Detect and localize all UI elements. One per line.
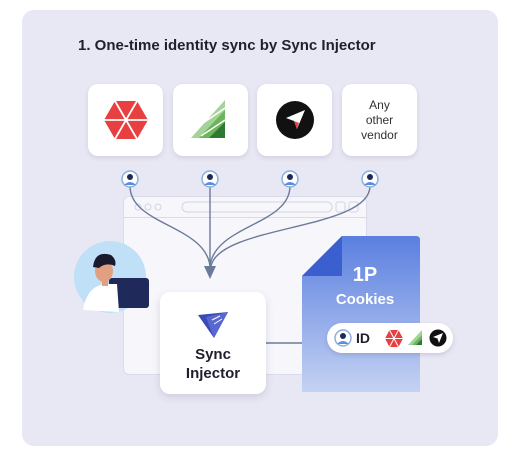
black-arrow-logo-icon xyxy=(429,329,447,347)
vendor-card-other: Any other vendor xyxy=(342,84,417,156)
vendor-card-black xyxy=(257,84,332,156)
sync-injector-logo-icon xyxy=(198,312,228,338)
vendor-card-green xyxy=(173,84,248,156)
sync-injector-card: Sync Injector xyxy=(160,292,266,394)
user-avatar-icon xyxy=(74,241,149,313)
diagram-title: 1. One-time identity sync by Sync Inject… xyxy=(78,37,376,54)
black-arrow-logo-icon xyxy=(275,101,314,139)
browser-toolbar xyxy=(124,197,366,218)
user-badge-icon xyxy=(201,170,219,188)
user-badge-icon xyxy=(121,170,139,188)
user-badge-icon xyxy=(281,170,299,188)
green-triangle-logo-icon xyxy=(190,100,225,138)
red-hexagon-logo-icon xyxy=(103,100,148,140)
user-badge-icon xyxy=(361,170,379,188)
browser-toolbar-controls xyxy=(134,201,359,213)
vendor-card-red xyxy=(88,84,163,156)
id-pill: ID xyxy=(327,323,453,353)
cookie-subtitle: Cookies xyxy=(335,291,395,308)
green-triangle-logo-icon xyxy=(408,330,422,345)
vendor-other-label: Any other vendor xyxy=(361,97,398,142)
red-hexagon-logo-icon xyxy=(385,329,403,348)
sync-injector-label: Sync Injector xyxy=(185,346,241,382)
user-badge-icon xyxy=(334,329,352,347)
id-label: ID xyxy=(356,330,370,346)
cookie-document-icon xyxy=(302,236,420,392)
cookie-title: 1P xyxy=(352,264,378,286)
